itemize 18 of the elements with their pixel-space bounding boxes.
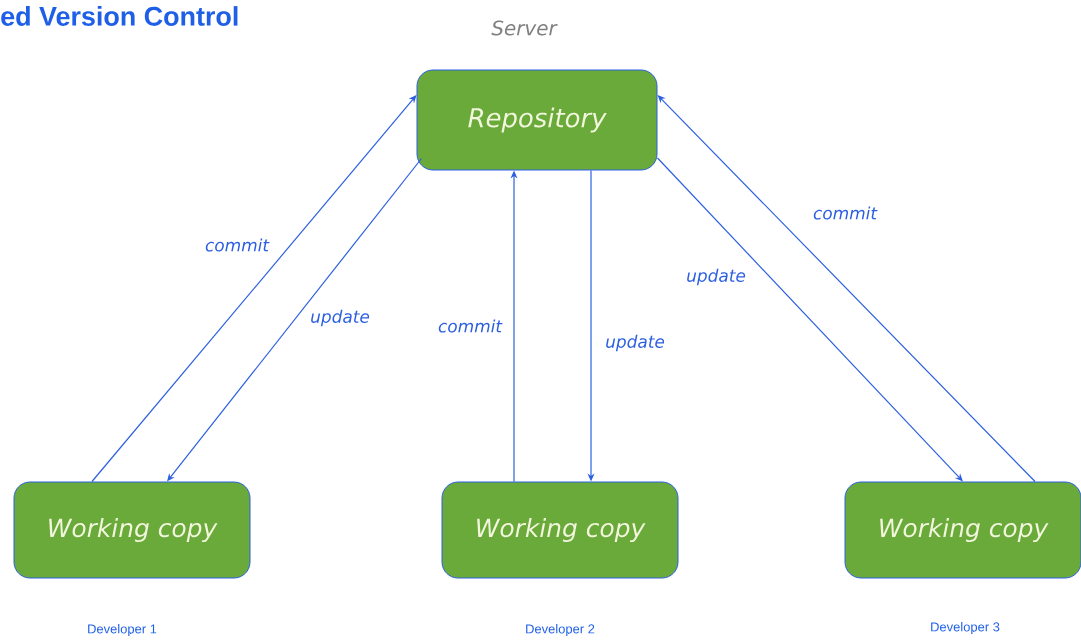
edge-label: update <box>685 267 747 287</box>
edge-label: update <box>604 333 666 353</box>
node-caption: Developer 2 <box>526 623 595 637</box>
edge-label: commit <box>437 318 503 334</box>
arrow <box>657 95 1036 483</box>
edge-label: commit <box>204 237 270 253</box>
arrow <box>91 95 417 483</box>
node-caption: Developer 3 <box>931 621 1000 635</box>
rounded-box: Working copy <box>13 481 251 579</box>
rounded-box: Repository <box>416 69 658 171</box>
rounded-box: Working copy <box>844 481 1081 579</box>
arrow <box>656 157 963 482</box>
node-caption: Server <box>491 20 558 36</box>
edge-label: update <box>309 308 371 328</box>
node-caption: Developer 1 <box>88 623 157 637</box>
edge-label: commit <box>812 205 878 221</box>
rounded-box: Working copy <box>441 481 679 579</box>
title: ed Version Control <box>1 6 238 26</box>
